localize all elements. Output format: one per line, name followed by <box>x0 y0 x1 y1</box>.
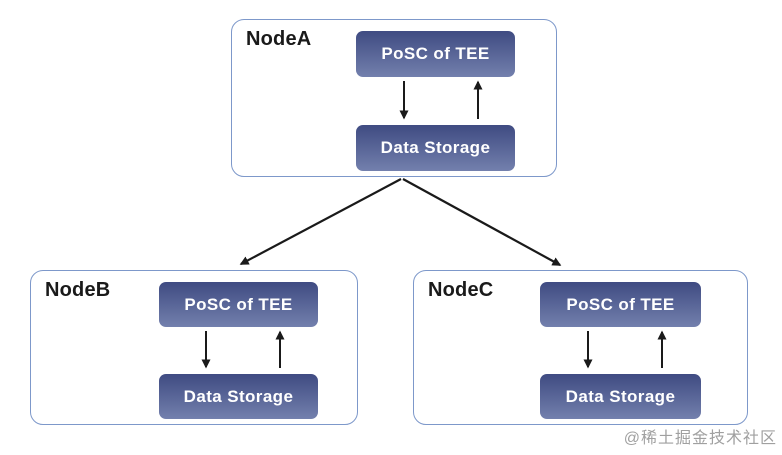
data-storage-box: Data Storage <box>540 374 701 419</box>
watermark: @稀土掘金技术社区 <box>623 430 777 447</box>
posc-of-tee-box: PoSC of TEE <box>356 31 515 77</box>
node-card-nodea: NodeA PoSC of TEE Data Storage <box>231 19 557 177</box>
data-storage-box: Data Storage <box>159 374 318 419</box>
node-title: NodeC <box>428 279 494 301</box>
node-card-nodec: NodeC PoSC of TEE Data Storage <box>413 270 748 425</box>
node-card-nodeb: NodeB PoSC of TEE Data Storage <box>30 270 358 425</box>
node-title: NodeA <box>246 28 312 50</box>
arrow-nodea-to-nodeb <box>239 178 402 265</box>
posc-of-tee-box: PoSC of TEE <box>159 282 318 327</box>
arrow-nodea-to-nodec <box>402 178 562 266</box>
node-title: NodeB <box>45 279 111 301</box>
posc-of-tee-box: PoSC of TEE <box>540 282 701 327</box>
data-storage-box: Data Storage <box>356 125 515 171</box>
